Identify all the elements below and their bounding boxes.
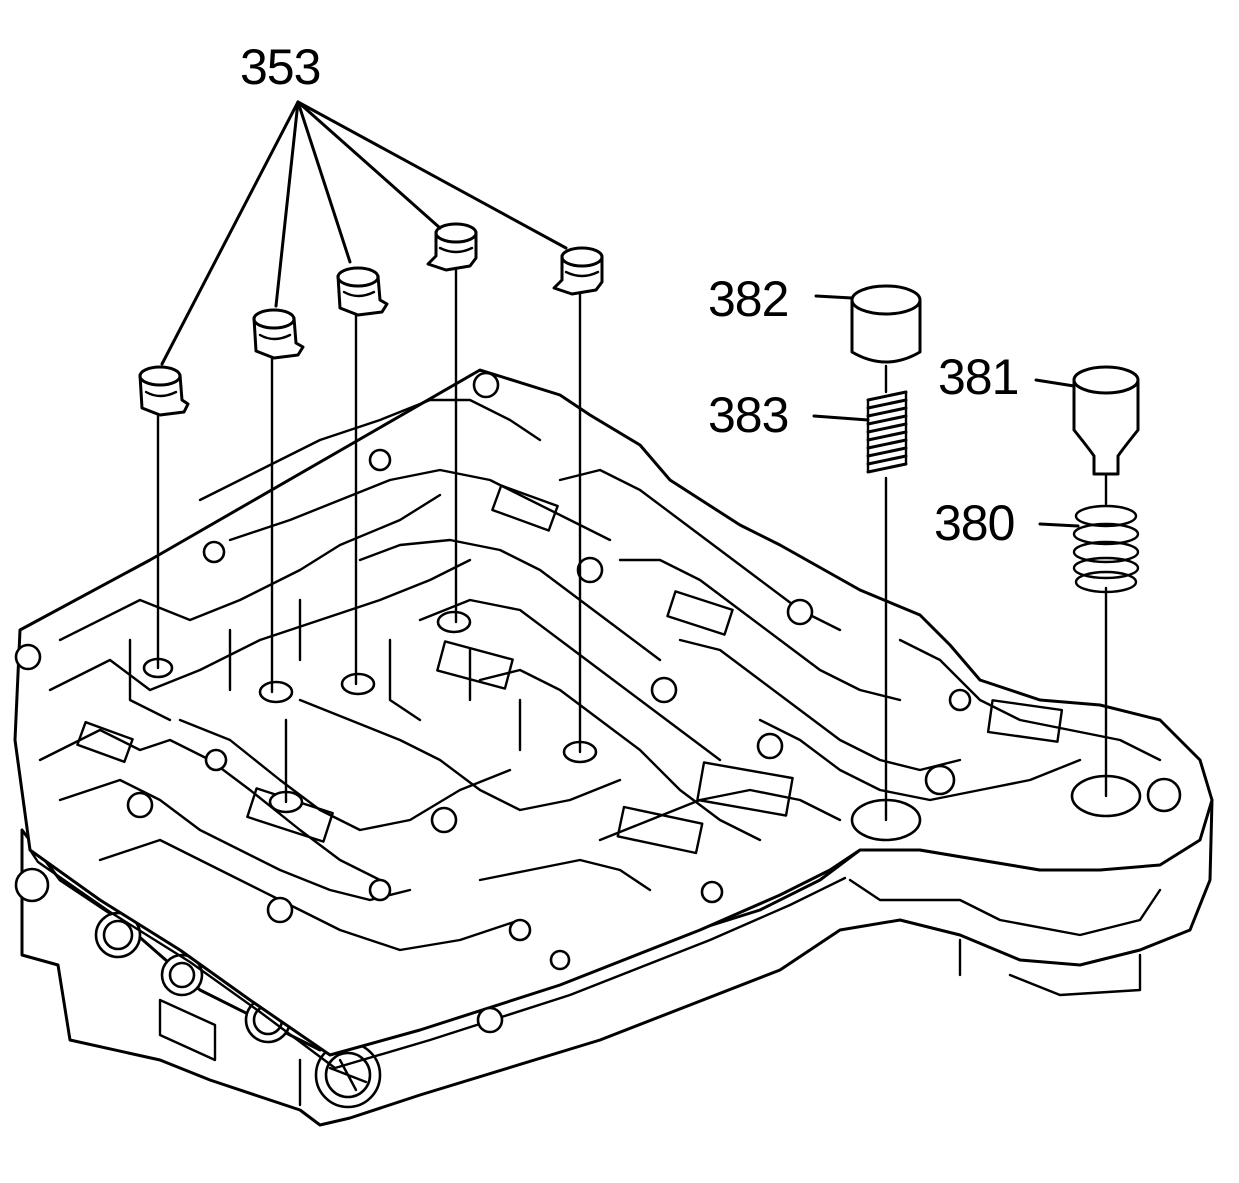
check-cap-3: [336, 266, 389, 317]
callout-381: 381: [938, 349, 1018, 405]
valve-381-assembly: [1072, 365, 1140, 798]
callout-leaders-right: [812, 294, 1080, 528]
callout-382: 382: [708, 271, 788, 327]
callout-353: 353: [240, 39, 320, 95]
spring-380: [1072, 504, 1140, 594]
plate-holes: [14, 371, 1182, 1034]
check-cap-1: [138, 365, 190, 417]
check-valve-caps-353: [138, 100, 604, 804]
callout-353-leaders: [160, 100, 568, 366]
callout-labels: 353 382 383 381 380: [240, 39, 1019, 551]
check-cap-4: [426, 222, 478, 272]
spring-383: [866, 390, 908, 474]
valve-381: [1072, 365, 1140, 506]
callout-380: 380: [934, 495, 1014, 551]
callout-383: 383: [708, 387, 788, 443]
check-cap-2: [252, 308, 305, 360]
spacer-plate: [13, 368, 1214, 1070]
check-cap-5: [552, 246, 604, 296]
valve-382-assembly: [850, 284, 922, 822]
valve-382: [850, 284, 922, 394]
